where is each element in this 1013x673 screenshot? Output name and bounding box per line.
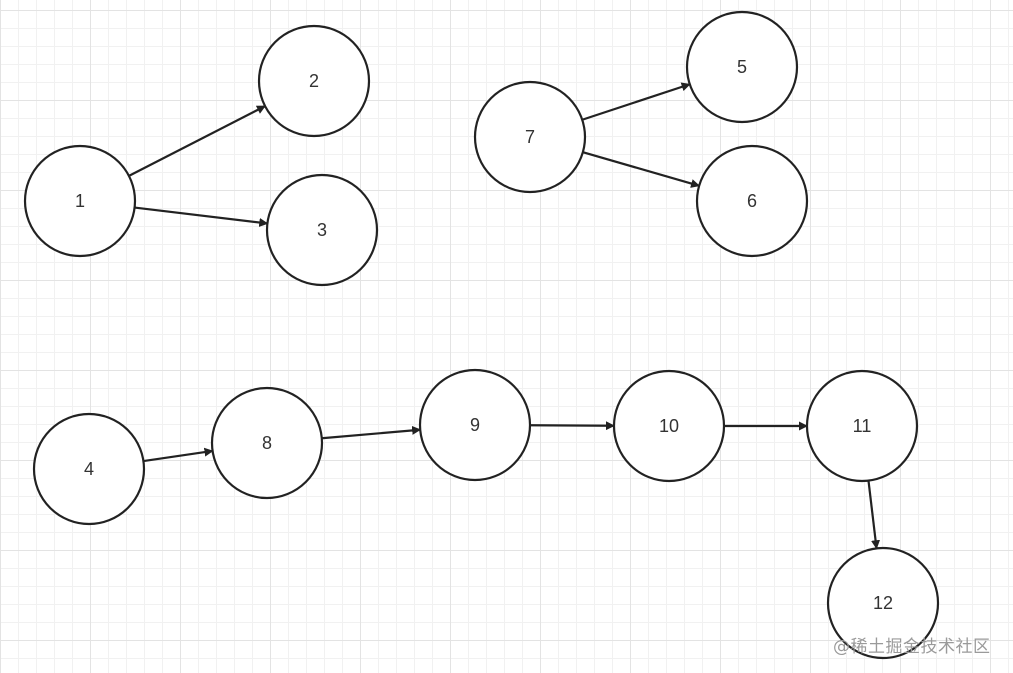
node-4: 4 [32, 412, 146, 526]
node-circle [612, 369, 726, 483]
edge-8-to-9 [321, 425, 422, 440]
node-circle [695, 144, 809, 258]
node-label: 12 [873, 593, 893, 613]
node-label: 1 [75, 191, 85, 211]
node-12: 12 [826, 546, 940, 660]
node-1: 1 [23, 144, 137, 258]
node-label: 10 [659, 416, 679, 436]
edges-layer [128, 82, 881, 550]
node-circle [418, 368, 532, 482]
node-circle [210, 386, 324, 500]
node-label: 7 [525, 127, 535, 147]
node-label: 11 [853, 416, 872, 436]
node-label: 5 [737, 57, 747, 77]
node-label: 4 [84, 459, 94, 479]
edge-4-to-8 [143, 447, 214, 463]
node-9: 9 [418, 368, 532, 482]
node-circle [685, 10, 799, 124]
node-label: 9 [470, 415, 480, 435]
node-circle [473, 80, 587, 194]
node-7: 7 [473, 80, 587, 194]
node-6: 6 [695, 144, 809, 258]
node-label: 2 [309, 71, 319, 91]
node-label: 6 [747, 191, 757, 211]
node-circle [257, 24, 371, 138]
node-label: 8 [262, 433, 272, 453]
node-11: 11 [805, 369, 919, 483]
node-8: 8 [210, 386, 324, 500]
node-circle [32, 412, 146, 526]
node-circle [805, 369, 919, 483]
node-5: 5 [685, 10, 799, 124]
node-10: 10 [612, 369, 726, 483]
node-2: 2 [257, 24, 371, 138]
node-label: 3 [317, 220, 327, 240]
node-circle [23, 144, 137, 258]
edge-11-to-12 [867, 480, 881, 550]
node-3: 3 [265, 173, 379, 287]
edge-7-to-6 [582, 151, 701, 188]
watermark-text: @稀土掘金技术社区 [833, 637, 991, 657]
node-circle [826, 546, 940, 660]
edge-1-to-2 [128, 105, 266, 177]
node-circle [265, 173, 379, 287]
edge-1-to-3 [134, 206, 269, 227]
edge-7-to-5 [581, 82, 691, 121]
